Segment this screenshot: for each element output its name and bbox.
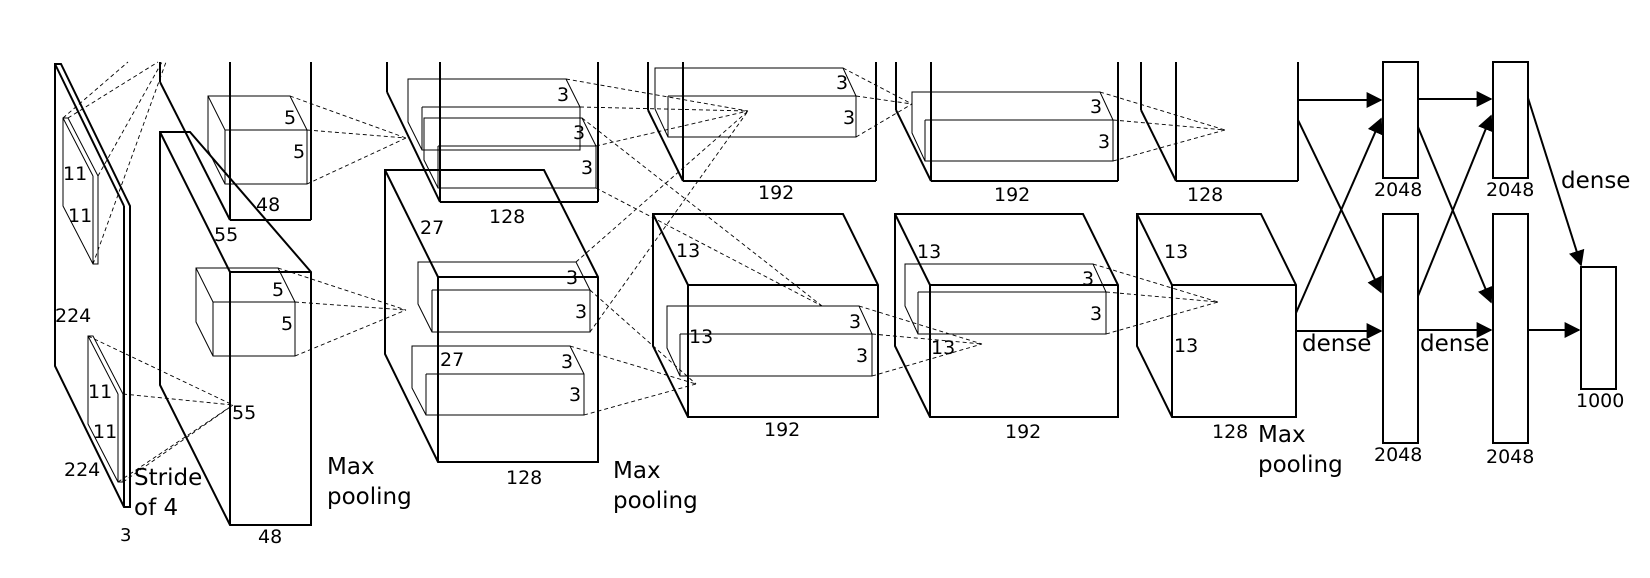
conv2-kernel-label: 3 — [573, 122, 585, 144]
conv4-depth-label: 192 — [1005, 421, 1041, 443]
conv5-size-label: 13 — [1164, 241, 1188, 263]
conv1-kernel-label: 5 — [284, 107, 296, 129]
input-kernel-label: 11 — [68, 205, 92, 227]
fc6-size-label: 2048 — [1374, 179, 1422, 201]
conv3-size-label: 13 — [689, 326, 713, 348]
conv1-kernel-label: 5 — [281, 313, 293, 335]
input-kernel-label: 11 — [63, 163, 87, 185]
pool1-label: pooling — [327, 484, 412, 510]
conv1-block — [159, 62, 312, 526]
dense-label: dense — [1302, 331, 1371, 357]
stride-label: of 4 — [134, 495, 178, 521]
conv2-size-label: 27 — [440, 349, 464, 371]
pool2-label: Max — [613, 458, 661, 484]
conv2-kernel-label: 3 — [566, 267, 578, 289]
conv1-kernel-label: 5 — [293, 141, 305, 163]
input-image-block — [54, 63, 131, 508]
conv4-size-label: 13 — [931, 337, 955, 359]
pool2-label: pooling — [613, 488, 698, 514]
conv4-block — [894, 62, 1119, 418]
input-kernel-label: 11 — [93, 421, 117, 443]
conv4-kernel-label: 3 — [1098, 131, 1110, 153]
fc7-size-label: 2048 — [1486, 446, 1534, 468]
conv3-kernel-label: 3 — [849, 311, 861, 333]
conv2-depth-label: 128 — [489, 206, 525, 228]
pool1-label: Max — [327, 454, 375, 480]
conv3-kernel-label: 3 — [836, 72, 848, 94]
conv2-block — [384, 62, 599, 463]
fc7-size-label: 2048 — [1486, 179, 1534, 201]
pool3-label: Max — [1258, 422, 1306, 448]
conv3-size-label: 13 — [676, 240, 700, 262]
conv5-depth-label: 128 — [1212, 421, 1248, 443]
conv3-depth-label: 192 — [764, 419, 800, 441]
stride-label: Stride — [134, 465, 202, 491]
conv5-depth-label: 128 — [1187, 184, 1223, 206]
conv2-to-conv3-connections — [565, 78, 823, 416]
output-layer — [1580, 266, 1617, 390]
conv2-depth-label: 128 — [506, 467, 542, 489]
conv4-to-conv5-connections — [1092, 91, 1226, 335]
input-width-label: 224 — [64, 459, 100, 481]
conv3-kernel-label: 3 — [843, 107, 855, 129]
conv3-to-conv4-connections — [842, 67, 983, 377]
conv1-size-label: 55 — [214, 224, 238, 246]
conv4-depth-label: 192 — [994, 184, 1030, 206]
dense-label: dense — [1561, 168, 1630, 194]
input-depth-label: 3 — [120, 525, 131, 546]
conv1-size-label: 55 — [232, 402, 256, 424]
conv4-kernel-label: 3 — [1082, 268, 1094, 290]
conv3-kernel-label: 3 — [856, 345, 868, 367]
conv4-kernel-label: 3 — [1090, 303, 1102, 325]
conv1-depth-label: 48 — [256, 194, 280, 216]
conv4-kernel-label: 3 — [1090, 96, 1102, 118]
fc6-size-label: 2048 — [1374, 444, 1422, 466]
conv4-size-label: 13 — [917, 241, 941, 263]
fc6-layer — [1382, 61, 1419, 444]
conv5-block — [1136, 62, 1299, 418]
conv2-kernel-label: 3 — [575, 301, 587, 323]
output-size-label: 1000 — [1576, 390, 1624, 412]
dense-label: dense — [1420, 331, 1489, 357]
conv2-kernel-label: 3 — [581, 157, 593, 179]
conv1-kernel-label: 5 — [272, 279, 284, 301]
conv5-size-label: 13 — [1174, 335, 1198, 357]
input-height-label: 224 — [55, 305, 91, 327]
conv2-kernel-label: 3 — [561, 351, 573, 373]
conv1-to-conv2-connections — [277, 95, 407, 357]
dense-connections — [1295, 91, 1585, 339]
conv2-size-label: 27 — [420, 217, 444, 239]
conv2-kernel-label: 3 — [569, 384, 581, 406]
conv3-depth-label: 192 — [758, 182, 794, 204]
fc7-layer — [1492, 61, 1529, 444]
conv1-depth-label: 48 — [258, 526, 282, 548]
conv2-kernel-label: 3 — [557, 84, 569, 106]
input-kernel-label: 11 — [88, 381, 112, 403]
pool3-label: pooling — [1258, 452, 1343, 478]
